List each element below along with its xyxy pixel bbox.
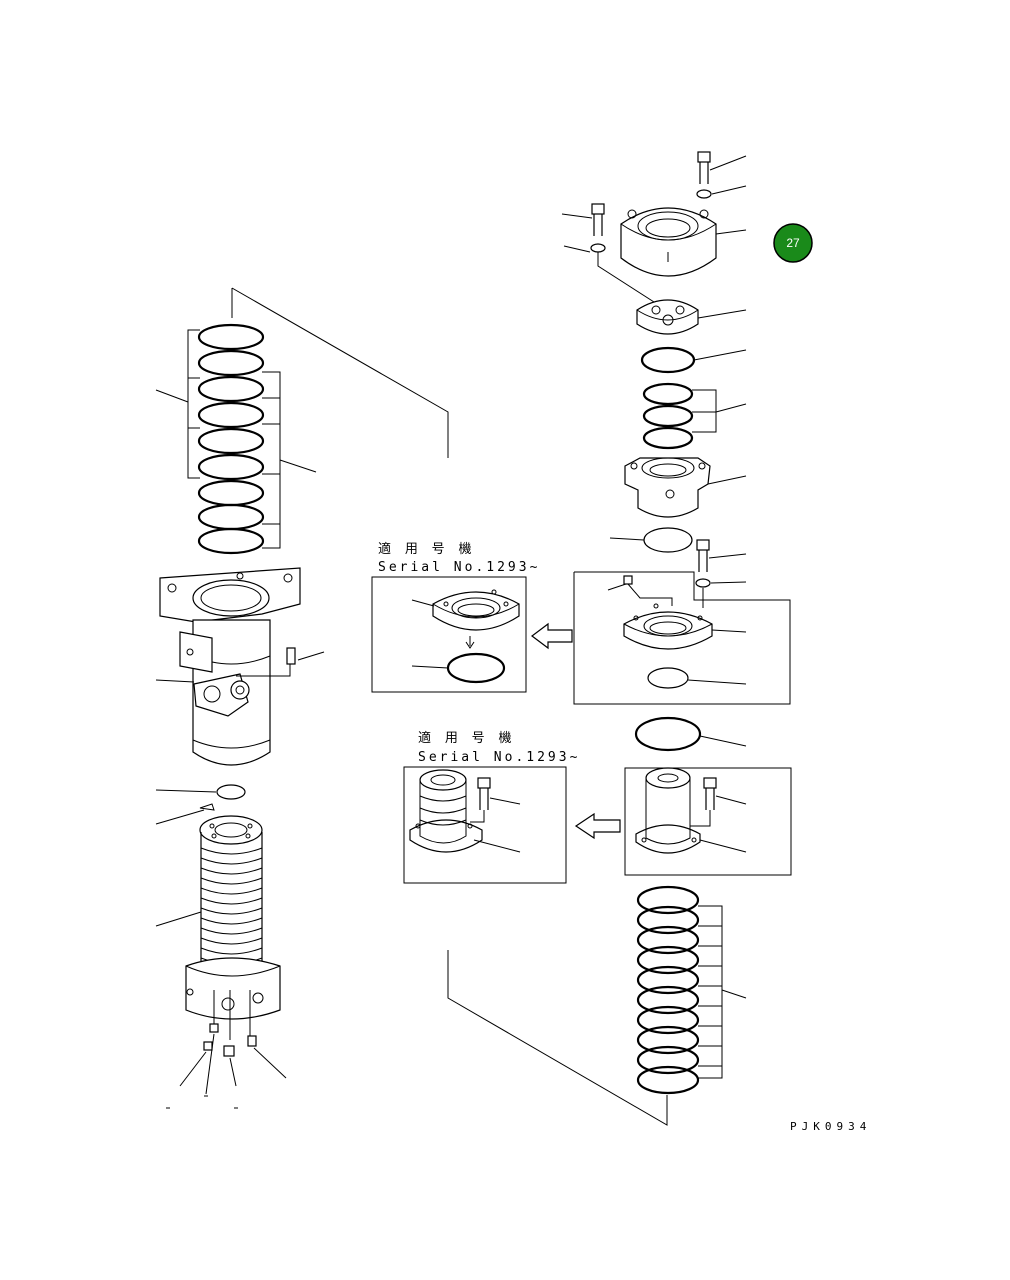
inset-label-lower-line2: Serial No.1293~ <box>418 750 580 765</box>
inset-label-upper: 適 用 号 機 Serial No.1293~ <box>378 541 540 575</box>
top-cover-assembly <box>561 151 747 335</box>
inset-label-lower: 適 用 号 機 Serial No.1293~ <box>418 730 580 765</box>
upper-main-box <box>573 571 791 705</box>
page-badge[interactable]: 27 <box>773 223 813 263</box>
swivel-shaft <box>155 784 287 1109</box>
seal-ring-stack-left <box>155 323 317 555</box>
right-upper-rings <box>609 346 747 588</box>
inset-label-lower-line1: 適 用 号 機 <box>418 730 514 746</box>
drawing-code: PJK0934 <box>790 1120 871 1133</box>
swivel-housing <box>155 567 325 766</box>
lower-main-box <box>624 767 792 876</box>
seal-ring-stack-right <box>636 885 747 1095</box>
inset-label-upper-line1: 適 用 号 機 <box>378 541 474 557</box>
badge-number: 27 <box>786 236 800 250</box>
right-large-ring <box>634 716 747 752</box>
inset-box-lower <box>403 766 621 884</box>
inset-box-upper <box>371 576 573 693</box>
group-bracket-lines <box>231 287 668 1126</box>
inset-label-upper-line2: Serial No.1293~ <box>378 560 540 575</box>
